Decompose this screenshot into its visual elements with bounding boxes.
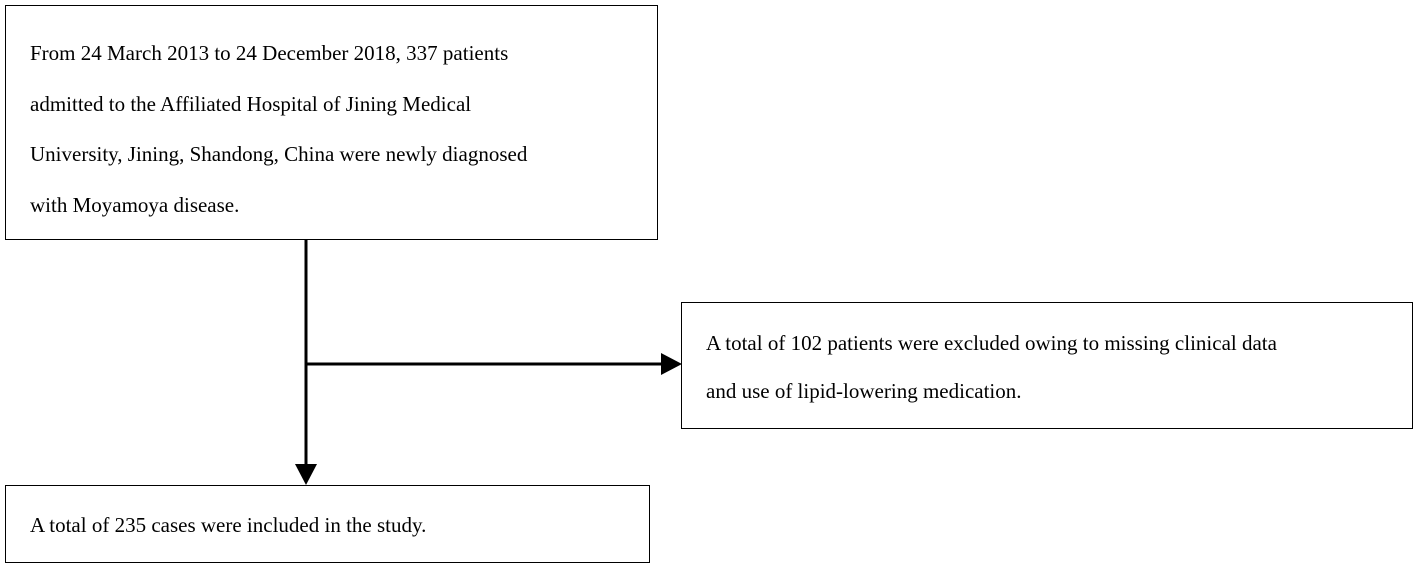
included-text: A total of 235 cases were included in th…: [30, 513, 427, 537]
down-arrowhead-icon: [295, 464, 317, 485]
exclusion-box: A total of 102 patients were excluded ow…: [681, 302, 1413, 429]
enrollment-line-4: with Moyamoya disease.: [30, 192, 240, 217]
exclusion-line-2: and use of lipid-lowering medication.: [706, 379, 1022, 403]
right-arrowhead-icon: [661, 353, 682, 375]
included-box: A total of 235 cases were included in th…: [5, 485, 650, 563]
exclusion-line-1: A total of 102 patients were excluded ow…: [706, 331, 1277, 355]
enrollment-line-1: From 24 March 2013 to 24 December 2018, …: [30, 41, 509, 65]
enrollment-line-3: University, Jining, Shandong, China were…: [30, 142, 528, 166]
enrollment-line-2: admitted to the Affiliated Hospital of J…: [30, 91, 472, 116]
enrollment-box: From 24 March 2013 to 24 December 2018, …: [5, 5, 658, 240]
